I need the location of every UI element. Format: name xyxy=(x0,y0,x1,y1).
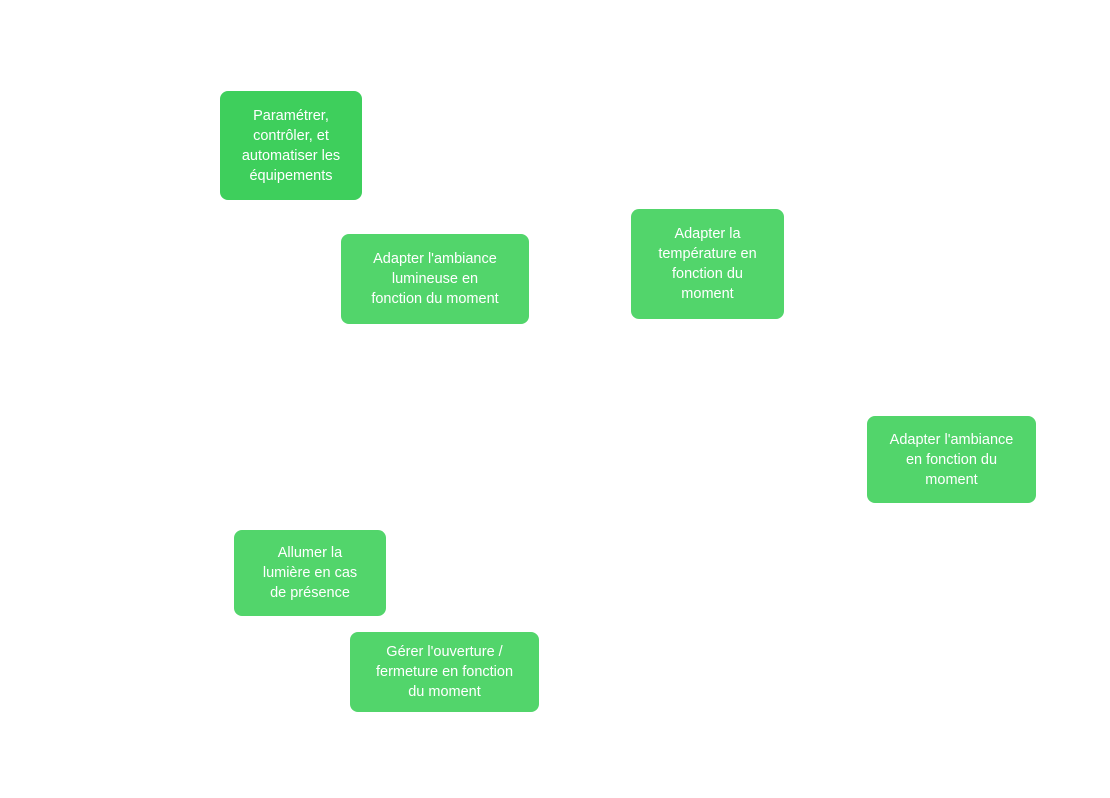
node-ouverture-fermeture[interactable]: Gérer l'ouverture / fermeture en fonctio… xyxy=(350,632,539,712)
node-parametrer-controler-automatiser[interactable]: Paramétrer, contrôler, et automatiser le… xyxy=(220,91,362,200)
node-ambiance[interactable]: Adapter l'ambiance en fonction du moment xyxy=(867,416,1036,503)
node-lumiere-presence[interactable]: Allumer la lumière en cas de présence xyxy=(234,530,386,616)
node-temperature[interactable]: Adapter la température en fonction du mo… xyxy=(631,209,784,319)
node-ambiance-lumineuse[interactable]: Adapter l'ambiance lumineuse en fonction… xyxy=(341,234,529,324)
